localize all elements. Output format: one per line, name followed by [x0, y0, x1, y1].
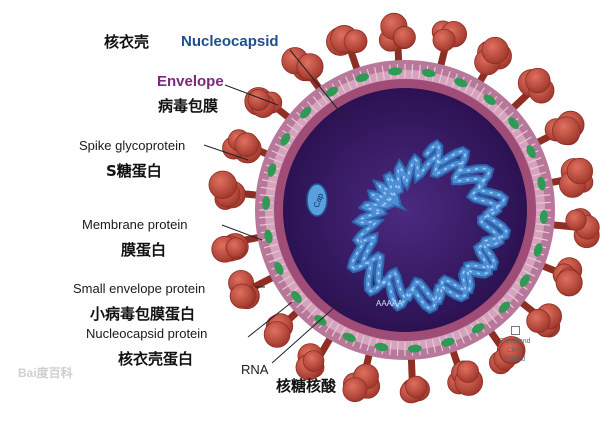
label-spike: Spike glycoprotein	[79, 138, 185, 153]
spike-protein	[245, 87, 292, 119]
polya-label: AAAAA	[376, 299, 403, 308]
spike-protein	[326, 25, 367, 72]
label-capsid-zh: 核衣壳	[104, 31, 149, 52]
spike-protein	[548, 158, 593, 197]
label-envelope-zh: 病毒包膜	[158, 95, 218, 116]
spike-protein	[510, 68, 554, 110]
label-envelope: Envelope	[157, 73, 224, 90]
spike-protein	[534, 111, 584, 145]
credit-logo-icon	[511, 326, 520, 335]
label-spike-zh: S糖蛋白	[106, 160, 162, 181]
spike-protein	[448, 347, 483, 395]
spike-protein	[223, 130, 271, 163]
label-small-envelope: Small envelope protein	[73, 281, 205, 296]
label-nucleocapsid: Nucleocapsid	[181, 33, 279, 50]
label-rna-zh: 核糖核酸	[276, 375, 336, 396]
label-small-envelope-zh: 小病毒包膜蛋白	[90, 303, 195, 324]
label-membrane: Membrane protein	[82, 217, 188, 232]
credit-line2: Clinic	[495, 346, 535, 355]
spike-protein	[549, 208, 599, 247]
credit-line1: Cleveland	[495, 337, 535, 346]
credit-year: ©2020	[495, 355, 535, 364]
spike-protein	[212, 234, 263, 263]
credit-block: Cleveland Clinic ©2020	[495, 326, 535, 364]
cap-marker: Cap	[307, 184, 327, 216]
spike-protein	[379, 13, 415, 65]
spike-protein	[432, 21, 466, 69]
spike-protein	[296, 335, 332, 380]
label-nucleocapsid-protein: Nucleocapsid protein	[86, 326, 207, 341]
spike-protein	[264, 310, 299, 348]
label-nucleocapsid-protein-zh: 核衣壳蛋白	[118, 348, 193, 369]
label-rna: RNA	[241, 362, 268, 377]
spike-protein	[400, 355, 429, 403]
watermark: Bai度百科	[18, 364, 73, 381]
spike-protein	[539, 258, 582, 296]
spike-protein	[282, 47, 323, 91]
spike-protein	[209, 171, 261, 209]
spike-protein	[343, 351, 380, 402]
spike-protein	[475, 37, 512, 85]
label-membrane-zh: 膜蛋白	[121, 239, 166, 260]
spike-protein	[229, 270, 276, 308]
